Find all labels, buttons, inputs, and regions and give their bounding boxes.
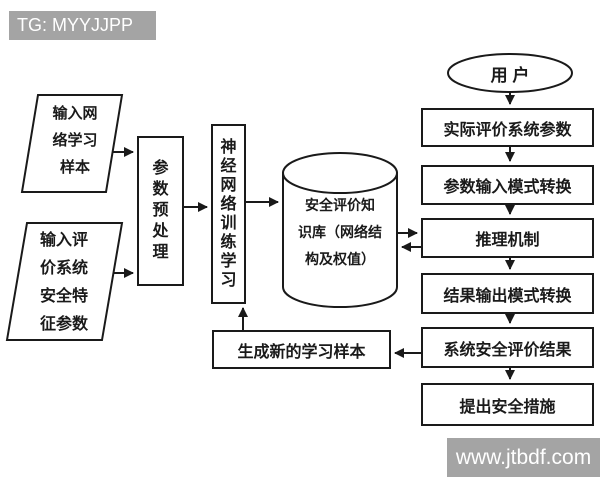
nn-training-box bbox=[211, 124, 246, 304]
param-preprocess-label: 参数预处理 bbox=[152, 160, 169, 261]
knowledge-base-cylinder-top bbox=[282, 152, 398, 194]
inference-engine-box bbox=[421, 218, 594, 258]
watermark-url: www.jtbdf.com bbox=[447, 438, 600, 477]
generate-samples-label: 生成新的学习样本 bbox=[237, 343, 366, 361]
system-eval-result-label: 系统安全评价结果 bbox=[443, 341, 572, 359]
nn-training-label: 神经网络训练学习 bbox=[220, 139, 237, 289]
generate-samples-box bbox=[212, 330, 391, 369]
param-input-mode-label: 参数输入模式转换 bbox=[443, 179, 572, 196]
input-network-samples-parallelogram bbox=[20, 94, 124, 193]
inference-engine-label: 推理机制 bbox=[475, 232, 540, 249]
user-label: 用 户 bbox=[490, 65, 530, 85]
knowledge-base-cylinder-body bbox=[282, 172, 398, 308]
propose-measures-box bbox=[421, 383, 594, 426]
param-input-mode-box bbox=[421, 165, 594, 205]
input-eval-params-parallelogram bbox=[5, 222, 124, 341]
actual-eval-params-label: 实际评价系统参数 bbox=[443, 121, 572, 139]
result-output-mode-label: 结果输出模式转换 bbox=[443, 287, 572, 305]
input-network-samples-label: 输入网 络学习 样本 bbox=[52, 105, 98, 176]
knowledge-base-label: 安全评价知 识库（网络结 构及权值） bbox=[298, 197, 382, 267]
input-eval-params-label: 输入评 价系统 安全特 征参数 bbox=[39, 232, 88, 333]
result-output-mode-box bbox=[421, 273, 594, 314]
propose-measures-label: 提出安全措施 bbox=[459, 398, 556, 416]
tg-badge: TG: MYYJJPP bbox=[9, 11, 156, 40]
actual-eval-params-box bbox=[421, 108, 594, 147]
system-eval-result-box bbox=[421, 327, 594, 368]
param-preprocess-box bbox=[137, 136, 184, 286]
